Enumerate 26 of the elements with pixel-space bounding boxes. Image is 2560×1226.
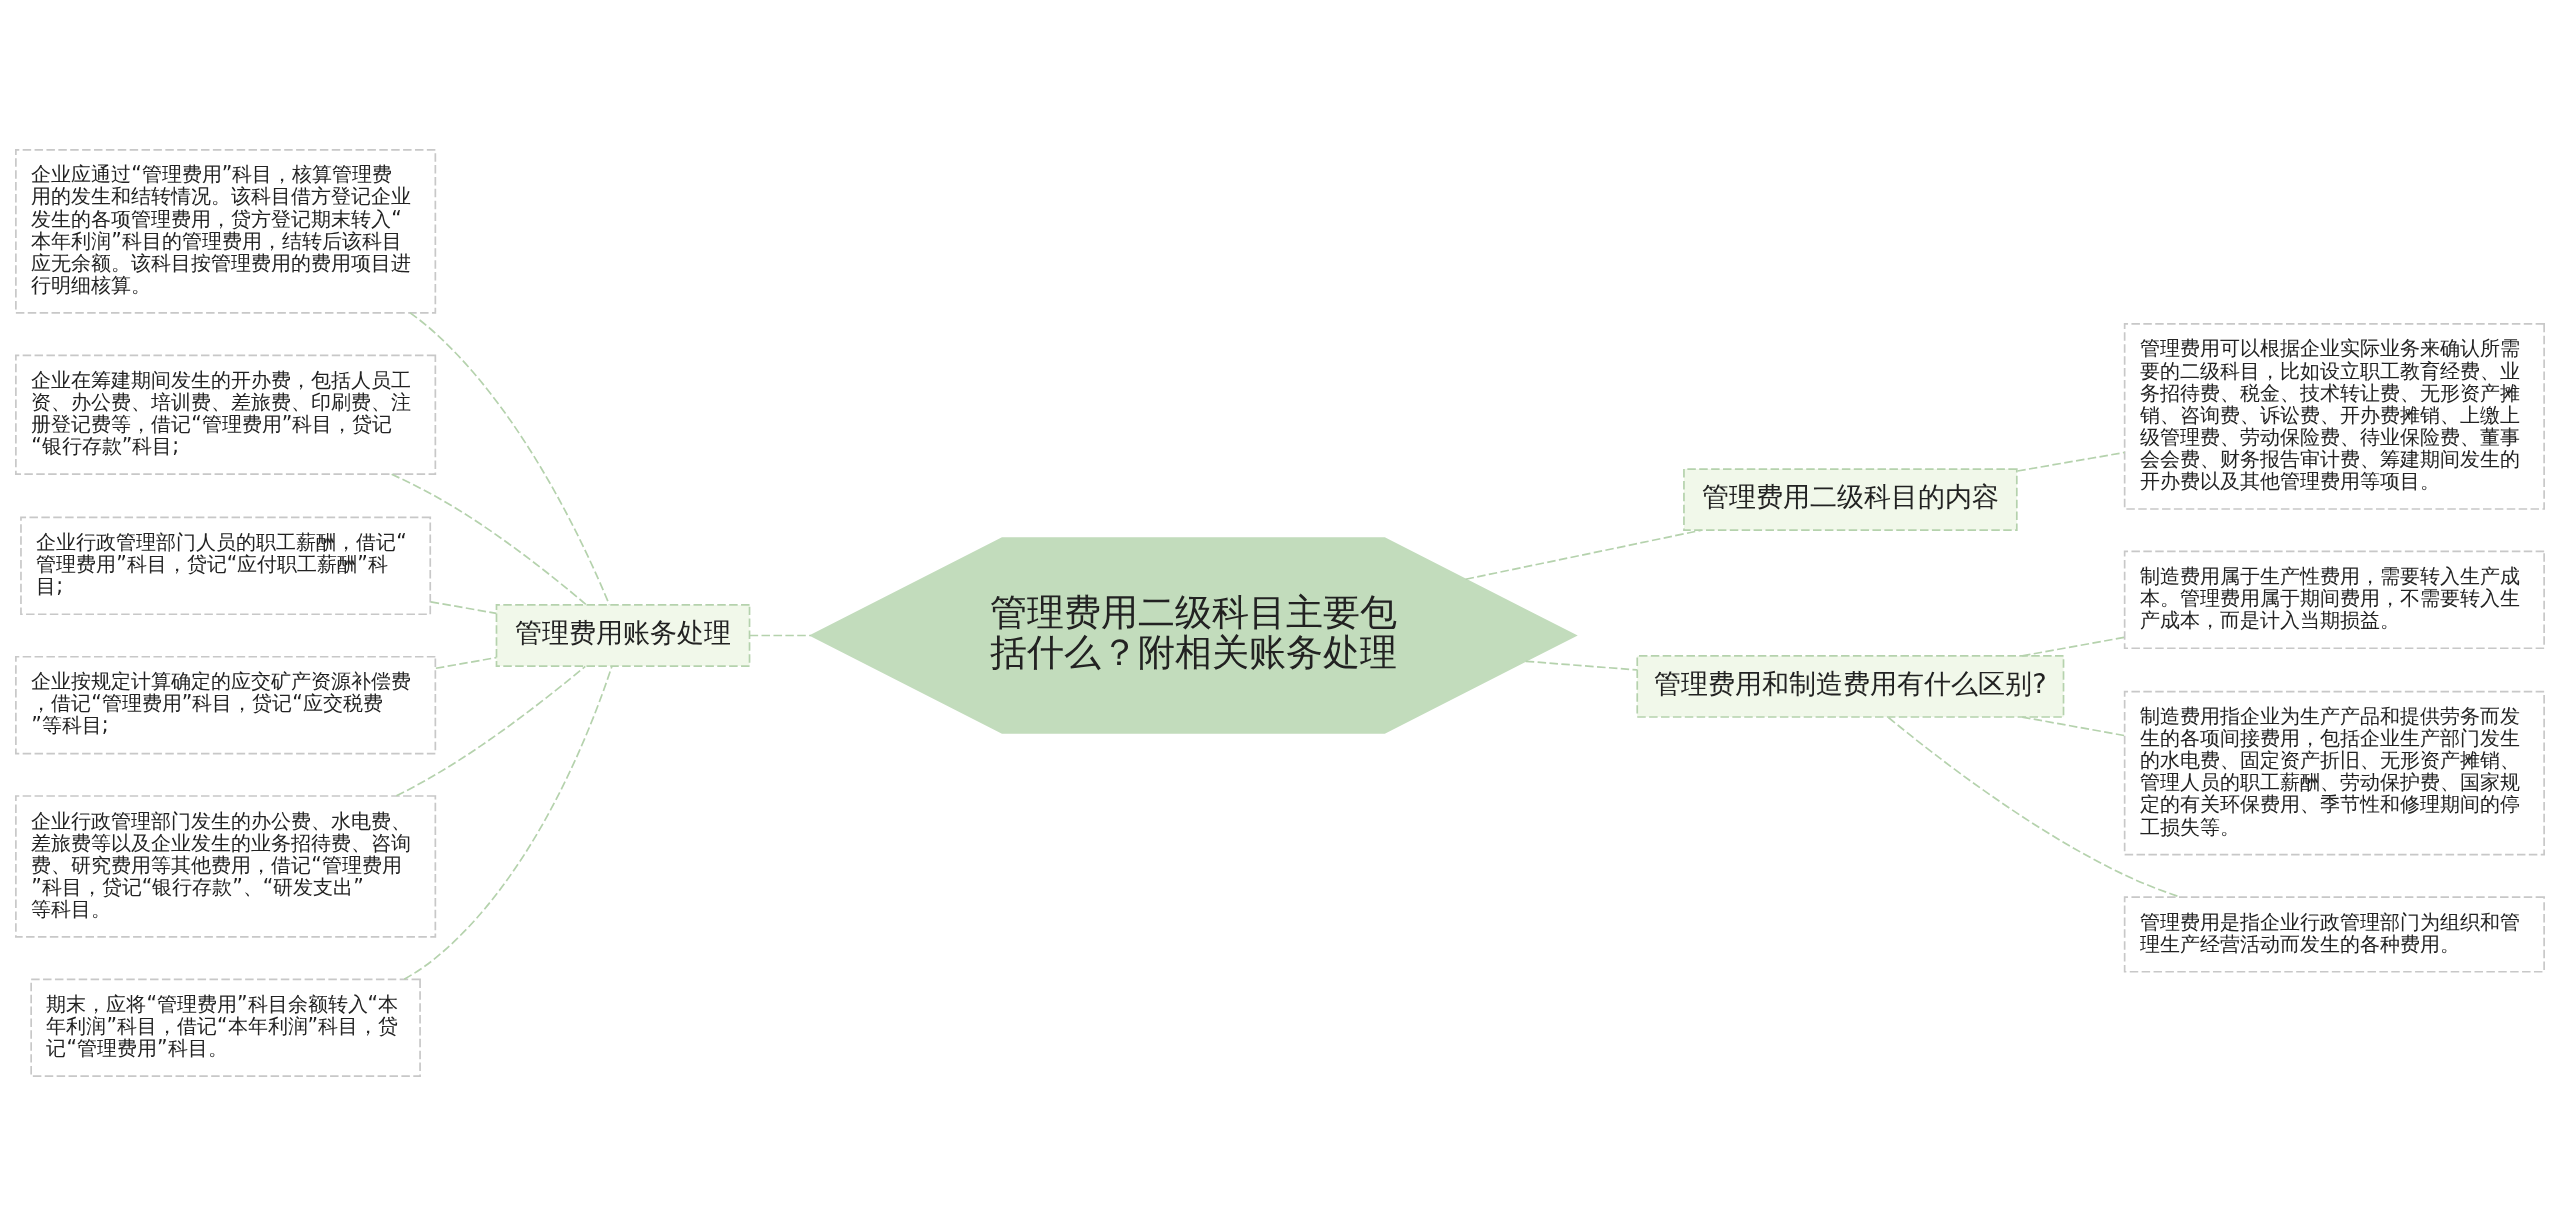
connector bbox=[395, 665, 587, 797]
node-box: 企业行政管理部门发生的办公费、水电费、差旅费等以及企业发生的业务招待费、咨询费、研究费用等其他费用，借记“管理费用”科目，贷记“银行存款”、“研发支出”等科目。 bbox=[15, 795, 437, 938]
node-box: 管理费用可以根据企业实际业务来确认所需要的二级科目，比如设立职工教育经费、业务招待费、税金、技术转让费、无形资产摊销、咨询费、诉讼费、开办费摊销、上缴上级管理费、劳动保险费、待业保险费、董事会会费、财务报告审计费、筹建期间发生的开办费以及其他管理费用等项目。 bbox=[2123, 323, 2545, 510]
connector bbox=[2021, 716, 2125, 737]
node-box: 制造费用属于生产性费用，需要转入生产成本。管理费用属于期间费用，不需要转入生产成本，而是计入当期损益。 bbox=[2123, 550, 2545, 650]
node-box: 期末，应将“管理费用”科目余额转入“本年利润”科目，借记“本年利润”科目，贷记“管理费用”科目。 bbox=[30, 978, 421, 1078]
connector bbox=[390, 473, 588, 606]
connector bbox=[1887, 716, 2181, 898]
node-box: 管理费用账务处理 bbox=[495, 604, 751, 667]
connector bbox=[429, 600, 498, 615]
node-box: 企业在筹建期间发生的开办费，包括人员工资、办公费、培训费、差旅费、印刷费、注册登记费等，借记“管理费用”科目，贷记“银行存款”科目; bbox=[15, 354, 437, 476]
node-box: 管理费用是指企业行政管理部门为组织和管理生产经营活动而发生的各种费用。 bbox=[2123, 896, 2545, 973]
connector bbox=[749, 634, 812, 637]
node-box: 企业应通过“管理费用”科目，核算管理费用的发生和结转情况。该科目借方登记企业发生的各项管理费用，贷方登记期末转入“本年利润”科目的管理费用，结转后该科目应无余额。该科目按管理费用的费用项目进行明细核算。 bbox=[15, 148, 437, 314]
connector bbox=[435, 656, 498, 670]
connector bbox=[409, 312, 611, 606]
connector bbox=[1464, 529, 1703, 581]
node-box: 制造费用指企业为生产产品和提供劳务而发生的各项间接费用，包括企业生产部门发生的水电费、固定资产折旧、无形资产摊销、管理人员的职工薪酬、劳动保护费、国家规定的有关环保费用、季节性和修理期间的停工损失等。 bbox=[2123, 690, 2545, 856]
connector bbox=[403, 665, 613, 981]
node-box: 企业按规定计算确定的应交矿产资源补偿费，借记“管理费用”科目，贷记“应交税费”等科目; bbox=[15, 655, 437, 755]
connector bbox=[2016, 451, 2126, 472]
connector bbox=[2021, 636, 2125, 657]
node-box: 企业行政管理部门人员的职工薪酬，借记“管理费用”科目，贷记“应付职工薪酬”科目; bbox=[20, 516, 432, 616]
connector bbox=[1524, 660, 1638, 671]
node-box: 管理费用二级科目的内容 bbox=[1683, 468, 2018, 532]
node-box: 管理费用和制造费用有什么区别? bbox=[1636, 655, 2065, 718]
